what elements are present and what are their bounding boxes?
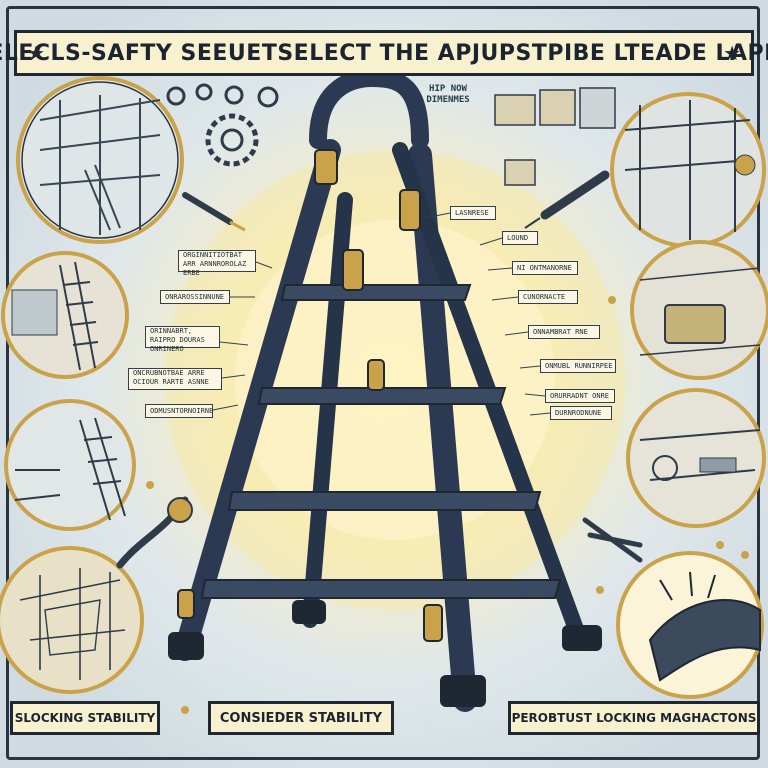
- callout-leader-lines: [212, 212, 551, 416]
- callout-right-4: CUNORNACTE: [518, 290, 578, 304]
- ladder-top-rail: [309, 68, 429, 149]
- page-border: [6, 6, 760, 760]
- pliers-icon: [582, 517, 643, 563]
- ladder-steps: [200, 284, 562, 599]
- callout-left-2: ONRAROSSINNUNE: [160, 290, 230, 304]
- ladder-rear-left-leg: [302, 192, 353, 628]
- callout-right-8: DURNRODNUNE: [550, 406, 612, 420]
- footer-banner-right: PEROBTUST LOCKING MAGHACTONS: [508, 701, 760, 735]
- callout-right-1: LASNRESE: [450, 206, 496, 220]
- stepladder: [168, 68, 602, 712]
- page-title: ELECLS-SAFTY SEEUETSELECT THE APJUPSTPIB…: [0, 40, 768, 66]
- brass-hinges: [177, 149, 443, 642]
- wrench-icon: [116, 496, 193, 569]
- callout-left-1: ORGINNITIOTBAT ARR ARNNROROLAZ ERBE: [178, 250, 256, 277]
- callout-right-6: ONMUBL RUNNIRPEE: [540, 359, 616, 373]
- vignette-scaffold-top-right: [610, 92, 766, 248]
- callout-right-5: ONNAMBRAT RNE: [528, 325, 600, 339]
- vignette-locking-hinge: [616, 551, 764, 699]
- callout-right-7: ORURRADNT ONRE: [545, 389, 615, 403]
- callout-right-2: LOUND: [502, 231, 538, 245]
- vignette-toolbox: [630, 240, 768, 380]
- vignette-ladder-wall: [1, 251, 129, 379]
- crates-icon: [494, 87, 616, 186]
- ladder-front-left-leg: [174, 139, 341, 661]
- gear-icon: [205, 113, 259, 167]
- footer-banner-center: CONSIEDER STABILITY: [208, 701, 394, 735]
- vignette-construction-site: [0, 546, 144, 694]
- vignette-ladder-room: [4, 399, 136, 531]
- washer-icons: [166, 83, 279, 108]
- drill-icon: [524, 170, 610, 229]
- title-banner: ★ ELECLS-SAFTY SEEUETSELECT THE APJUPSTP…: [0, 30, 768, 76]
- callout-left-3: ORINNABRT, RAIPRO DOURAS ONRINERO: [145, 326, 220, 353]
- screwdriver-icon: [182, 192, 246, 232]
- star-icon: ★: [27, 43, 45, 65]
- decor-bolts: [146, 296, 749, 714]
- callout-left-5: ODMUSNTORNOIRNE: [145, 404, 213, 418]
- vignette-tools-bench: [626, 388, 766, 528]
- hip-now-tag: HIP NOW DIMENMES: [426, 84, 470, 105]
- vignette-scaffold-top-left: [16, 76, 184, 244]
- callout-right-3: NI ONTMANORNE: [512, 261, 578, 275]
- footer-banner-left: SLOCKING STABILITY: [10, 701, 160, 735]
- star-icon: ★: [723, 43, 741, 65]
- ladder-feet: [168, 600, 602, 707]
- callout-left-4: ONCRUBNOTBAE ARRE OCIOUR RARTE ASNNE: [128, 368, 222, 390]
